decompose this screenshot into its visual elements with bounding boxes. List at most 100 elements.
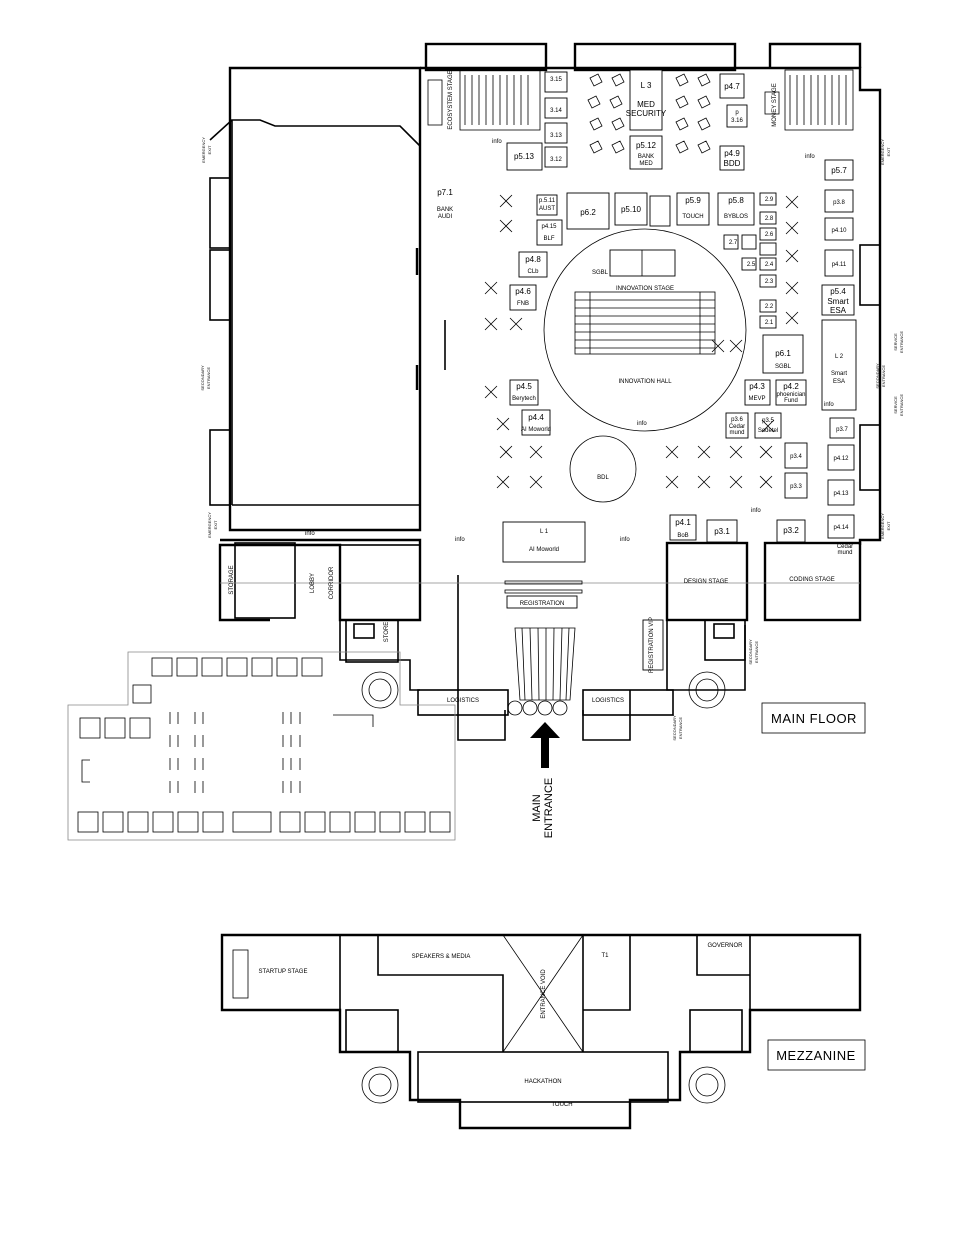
bdl-label: BDL [597,475,609,481]
lobby-label: LOBBY [310,573,316,593]
storage-label: STORAGE [229,565,235,594]
service-entrance-1-1: SERVICE [893,333,898,351]
stand-28: 2.8 [765,216,774,222]
governor-label: GOVERNOR [707,943,743,949]
secondary-entrance-e-1: SECONDARY [875,363,880,389]
stand-313: 3.13 [550,133,562,139]
bank-med-id: p5.12 [636,141,657,150]
design-stage-label: DESIGN STAGE [684,579,729,585]
bob-id: p4.1 [675,518,691,527]
main-floor-label-box [761,702,866,734]
entrance-doors [507,700,568,716]
logistics-left-label: LOGISTICS [447,698,479,704]
touch-id: p5.9 [685,196,701,205]
hackathon-label: HACKATHON [524,1079,561,1085]
svg-text:ENTRANCE: ENTRANCE [543,778,555,839]
l3-scattered-desks [587,73,711,154]
ai-moworld-label: AI Moworld [529,547,559,553]
corridor-label: CORRIDOR [329,566,335,599]
exit-labels: EMERGENCY EXIT SECONDARY ENTRANCE EMERGE… [200,137,904,741]
stand-23: 2.3 [765,279,774,285]
emergency-exit-sw-2: EXIT [213,520,218,529]
l2-label: L 2 [835,354,844,360]
phoenician-line2: Fund [784,398,798,404]
t1-label: T1 [601,953,609,959]
smart-esa-line2: ESA [830,306,847,315]
main-floor-label: MAIN FLOOR [771,711,857,726]
p414-label: p4.14 [833,525,849,531]
mezzanine-walls [220,933,862,1130]
secondary-entrance-sw-1: SECONDARY [672,715,677,741]
sgbl-p61-label: SGBL [775,364,792,370]
p510-label: p5.10 [621,205,642,214]
bank-audi-line1: BANK [437,207,453,213]
stand-315: 3.15 [550,77,562,83]
p316-id: 3.16 [731,118,743,124]
emergency-exit-sw-1: EMERGENCY [207,512,212,538]
berytech-label: Berytech [512,396,536,402]
berytech-id: p4.5 [516,382,532,391]
security-label: SECURITY [626,109,667,118]
info-8: info [620,537,630,543]
registration-vip-label: REGISTRATION VIP [649,617,655,673]
info-7: info [455,537,465,543]
store-label: STORE [384,622,390,643]
booths [484,189,857,671]
aust-id: p.5.11 [539,198,556,204]
p38-label: p3.8 [833,200,845,206]
main-entrance-label: MAIN ENTRANCE [531,778,555,839]
info-3: info [824,402,834,408]
logistics-right-label: LOGISTICS [592,698,624,704]
speakers-media-label: SPEAKERS & MEDIA [412,954,471,960]
mezz-touch-label: TOUCH [551,1102,572,1108]
touch-label: TOUCH [682,214,703,220]
money-stage-label: MONEY STAGE [772,83,778,126]
terrace-tables-bottom [77,811,451,833]
smart-esa-id: p5.4 [830,287,846,296]
service-entrance-2-1: SERVICE [893,396,898,414]
innovation-hall [543,228,747,503]
secondary-entrance-w-1: SECONDARY [200,365,205,391]
sgbl-p61-id: p6.1 [775,349,791,358]
secondary-entrance-s-2: ENTRANCE [754,641,759,663]
info-2: info [805,154,815,160]
ecosystem-stage-label: ECOSYSTEM STAGE [448,70,454,129]
entrance-arrow-icon [530,722,560,768]
p316-p: p [735,110,739,116]
registration-label: REGISTRATION [520,601,565,607]
p34-label: p3.4 [790,454,802,460]
stand-29: 2.9 [765,197,774,203]
ai-moworld-small-id: p4.4 [528,413,544,422]
sodetel-id: p3.5 [762,418,774,424]
p37-label: p3.7 [836,427,848,433]
crossed-pods [484,194,799,489]
service-entrance-2-2: ENTRANCE [899,394,904,416]
l2-esa: ESA [833,379,845,385]
top-section [427,69,854,181]
secondary-entrance-s-1: SECONDARY [748,639,753,665]
terrace-area [67,651,456,841]
cedar36-line2: mund [729,430,744,436]
byblos-id: p5.8 [728,196,744,205]
bob-label: BoB [677,533,688,539]
svg-text:MAIN: MAIN [531,794,543,822]
p411-label: p4.11 [832,262,847,268]
p410-label: p4.10 [831,228,847,234]
blf-label: BLF [543,236,554,242]
info-5: info [751,508,761,514]
sodetel-label: Sodetel [758,428,778,434]
stand-21: 2.1 [765,320,774,326]
main-floor-walls [209,42,882,545]
clb-label: CLb [527,269,539,275]
bank-med-line1: BANK [638,154,654,160]
mevp-id: p4.3 [749,382,765,391]
p513-label: p5.13 [514,152,535,161]
ai-moworld-small-label: AI Moworld [521,427,551,433]
p62-label: p6.2 [580,208,596,217]
smart-esa-line1: Smart [827,297,849,306]
phoenician-line1: phoenician [776,392,805,398]
emergency-exit-ne-1: EMERGENCY [880,139,885,165]
stand-314: 3.14 [550,108,562,114]
info-4: info [637,421,647,427]
